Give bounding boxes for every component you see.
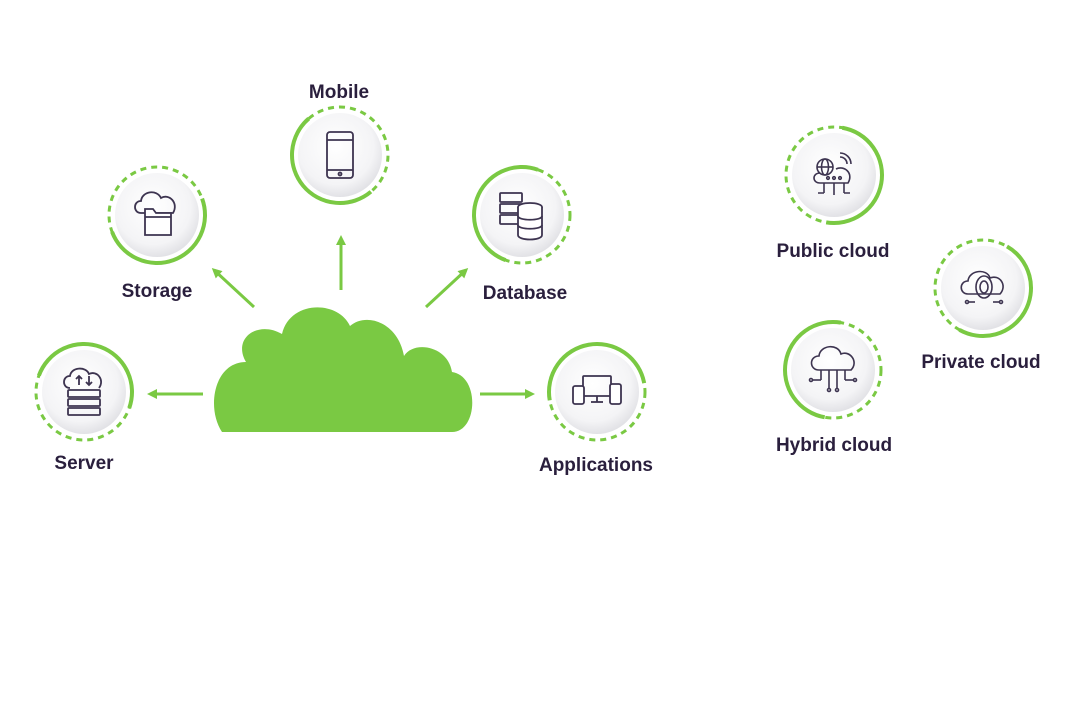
devices-icon bbox=[572, 375, 622, 405]
arrows bbox=[147, 235, 535, 399]
central-cloud bbox=[214, 307, 473, 432]
node-server bbox=[34, 342, 134, 442]
node-private-cloud bbox=[933, 238, 1033, 338]
label-applications: Applications bbox=[539, 455, 653, 476]
node-public-cloud bbox=[784, 125, 884, 225]
label-mobile: Mobile bbox=[309, 82, 369, 103]
node-storage bbox=[107, 165, 207, 265]
label-hybrid-cloud: Hybrid cloud bbox=[776, 435, 892, 456]
label-private-cloud: Private cloud bbox=[921, 352, 1040, 373]
fingerprint-cloud-icon bbox=[960, 270, 1004, 305]
server-cloud-icon bbox=[63, 367, 102, 416]
arrow-to-storage bbox=[211, 267, 256, 309]
node-hybrid-cloud bbox=[783, 320, 883, 420]
arrow-to-database bbox=[424, 267, 469, 309]
node-mobile bbox=[290, 105, 390, 205]
globe-cloud-icon bbox=[813, 152, 852, 195]
database-server-icon bbox=[499, 192, 543, 241]
label-database: Database bbox=[483, 283, 568, 304]
label-public-cloud: Public cloud bbox=[777, 241, 890, 262]
label-storage: Storage bbox=[122, 281, 193, 302]
network-cloud-icon bbox=[808, 345, 858, 393]
node-database bbox=[472, 165, 572, 265]
smartphone-icon bbox=[326, 131, 354, 179]
cloud-folder-icon bbox=[134, 191, 176, 236]
label-server: Server bbox=[54, 453, 114, 474]
node-applications bbox=[547, 342, 647, 442]
